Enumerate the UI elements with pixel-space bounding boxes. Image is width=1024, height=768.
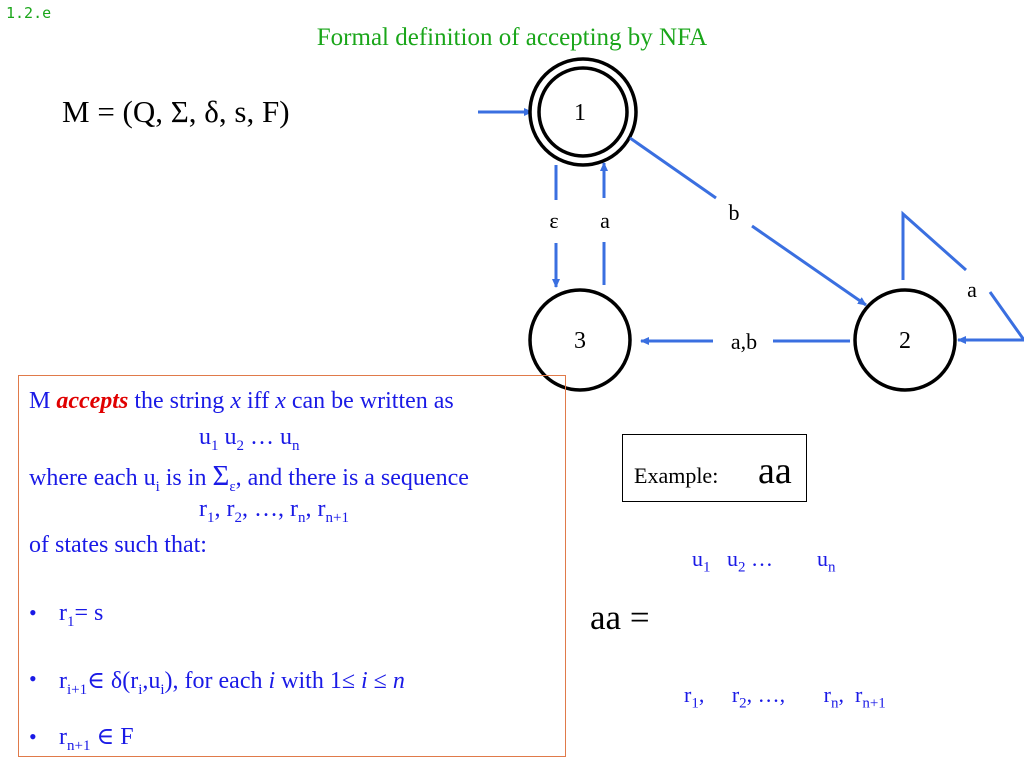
slide-title: Formal definition of accepting by NFA <box>316 24 708 51</box>
bullet-dot-2: • <box>29 666 37 691</box>
bullet-2: ri+1∈ δ(ri,ui), for each i with 1≤ i ≤ n <box>59 668 405 698</box>
state-3-label: 3 <box>574 328 586 354</box>
edge-1-2-label: b <box>729 200 740 225</box>
definition-line-4: r1, r2, …, rn, rn+1 <box>199 496 349 526</box>
state-2-label: 2 <box>899 328 911 354</box>
edge-2-2-loop-head <box>957 291 1024 344</box>
example-equation: aa = <box>590 598 650 637</box>
edge-1-2-head <box>751 224 867 307</box>
example-label: Example: <box>634 463 719 488</box>
bullet-dot-3: • <box>29 724 37 749</box>
state-1: 1 <box>528 57 638 167</box>
state-1-label: 1 <box>574 100 586 126</box>
bullet-1: r1= s <box>59 600 104 630</box>
machine-tuple: M = (Q, Σ, δ, s, F) <box>62 94 290 129</box>
edge-1-2 <box>629 136 717 200</box>
example-box: Example: aa <box>622 434 807 502</box>
edge-2-2-label: a <box>967 277 977 302</box>
slide-number: 1.2.e <box>6 4 52 22</box>
edge-2-3-label: a,b <box>731 329 757 354</box>
u-sequence-row: u1 u2 … un <box>692 546 836 576</box>
definition-box: M accepts the string x iff x can be writ… <box>18 375 566 757</box>
accepts-term: accepts <box>56 388 129 414</box>
example-value: aa <box>758 450 792 492</box>
state-3: 3 <box>528 288 632 392</box>
definition-line-3: where each ui is in Σε, and there is a s… <box>29 460 469 495</box>
edge-3-1-label: a <box>600 208 610 233</box>
bullet-3: rn+1 ∈ F <box>59 724 134 754</box>
state-2: 2 <box>853 288 957 392</box>
edge-2-2-loop <box>901 210 967 280</box>
r-sequence-row: r1, r2, …, rn, rn+1 <box>684 682 886 712</box>
definition-line-2: u1 u2 … un <box>199 424 300 454</box>
definition-line-1: M accepts the string x iff x can be writ… <box>29 388 454 414</box>
edge-1-3-label: ε <box>549 208 558 233</box>
definition-line-5: of states such that: <box>29 532 207 558</box>
bullet-dot-1: • <box>29 600 37 625</box>
